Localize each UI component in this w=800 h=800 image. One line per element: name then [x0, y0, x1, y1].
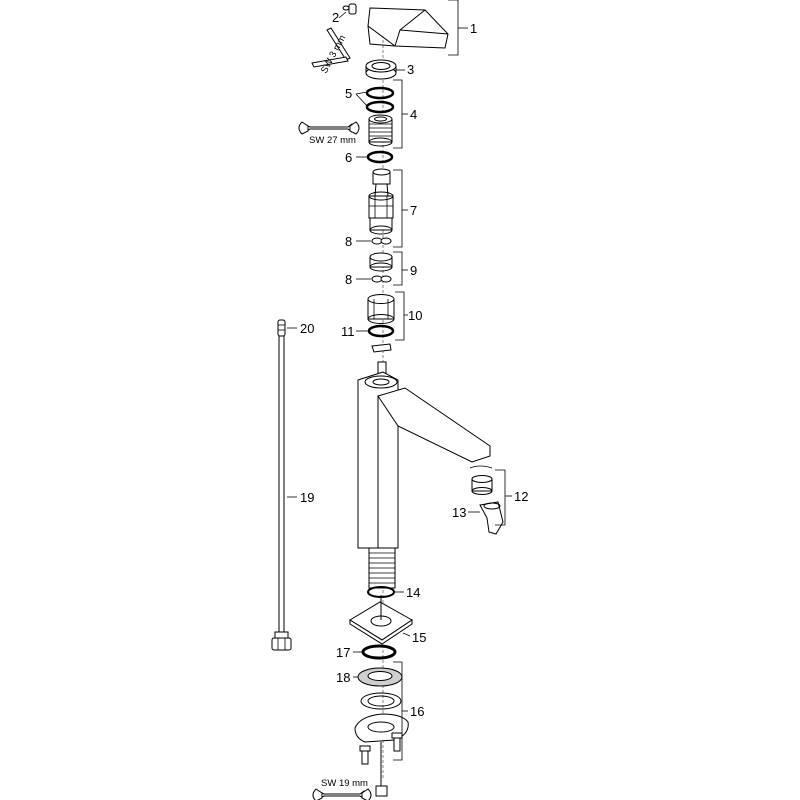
- callout-9: 9: [410, 263, 417, 278]
- spout-body: [357, 361, 491, 589]
- callout-11: 11: [341, 324, 355, 339]
- part-11-o-ring: [367, 324, 395, 338]
- callout-14: 14: [406, 585, 420, 600]
- part-1-lever-handle: [367, 7, 449, 49]
- part-9-valve-insert: [369, 252, 393, 272]
- callout-19: 19: [300, 490, 314, 505]
- part-16-fixing-plate: [354, 713, 409, 765]
- part-10-valve-body: [367, 294, 395, 324]
- callout-13: 13: [452, 505, 466, 520]
- bracket-7: [393, 169, 403, 248]
- part-12-aerator: [471, 475, 493, 495]
- callout-10: 10: [408, 308, 422, 323]
- part-19-flex-hose: [271, 319, 292, 651]
- callout-8-upper: 8: [345, 234, 352, 249]
- part-2-grub-screw: [342, 3, 357, 15]
- retaining-clip: [371, 343, 392, 353]
- part-6-o-ring: [366, 150, 394, 164]
- callout-1: 1: [470, 21, 477, 36]
- part-5-o-rings: [365, 86, 395, 114]
- bracket-10: [395, 291, 405, 341]
- part-15-seal-plate: [349, 601, 413, 645]
- wrench-19-tool: [312, 788, 372, 800]
- callout-7: 7: [410, 203, 417, 218]
- bracket-9: [393, 251, 403, 286]
- wrench-27-label: SW 27 mm: [309, 135, 356, 146]
- callout-4: 4: [410, 107, 417, 122]
- part-13-aerator-key: [479, 501, 504, 535]
- callout-20: 20: [300, 321, 314, 336]
- part-3-cover-ring: [365, 59, 397, 80]
- wrench-27-tool: [298, 121, 360, 135]
- callout-17: 17: [336, 645, 350, 660]
- stabilizer-ring: [360, 692, 402, 710]
- part-4-bushing: [368, 114, 393, 147]
- part-8-seals-b: [371, 275, 392, 283]
- wrench-19-label: SW 19 mm: [321, 778, 368, 789]
- callout-5: 5: [345, 86, 352, 101]
- part-7-cartridge: [368, 168, 394, 235]
- callout-3: 3: [407, 62, 414, 77]
- bottom-nut: [375, 785, 388, 797]
- callout-2: 2: [332, 10, 339, 25]
- callout-18: 18: [336, 670, 350, 685]
- callout-8-lower: 8: [345, 272, 352, 287]
- callout-12: 12: [514, 489, 528, 504]
- aerator-clip: [469, 465, 493, 469]
- callout-15: 15: [412, 630, 426, 645]
- callout-6: 6: [345, 150, 352, 165]
- hex-key-tool: [311, 27, 351, 68]
- part-17-gasket: [361, 644, 397, 660]
- bracket-4: [393, 79, 403, 149]
- bracket-12: [495, 469, 506, 526]
- callout-16: 16: [410, 704, 424, 719]
- part-18-washer: [357, 667, 403, 687]
- part-8-seals-a: [371, 237, 392, 245]
- bracket-1: [448, 0, 459, 56]
